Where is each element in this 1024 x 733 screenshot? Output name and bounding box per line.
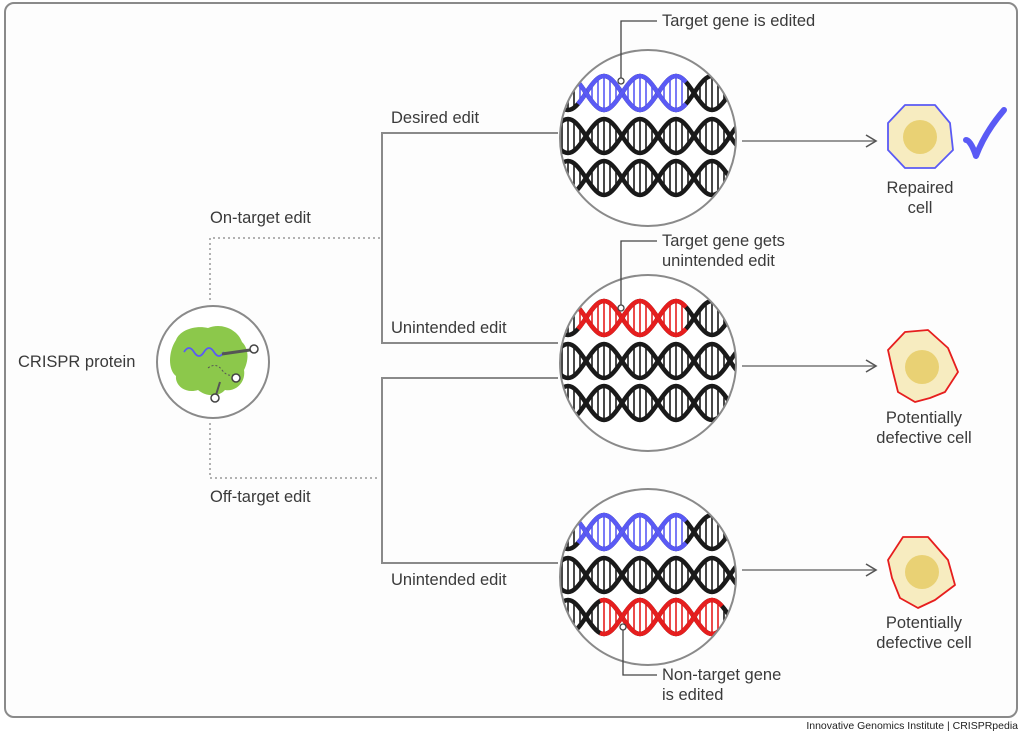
dna-strand	[560, 158, 736, 198]
off-target-edit-label: Off-target edit	[210, 488, 311, 506]
dna-strand	[560, 341, 736, 381]
dna-helix-row	[560, 512, 736, 552]
dna-zoom-circle-desired	[559, 49, 737, 227]
defective-cell-label-1-line1: Potentially	[885, 409, 963, 427]
dna-strand	[560, 341, 736, 381]
defective-cell-label-2-line2: defective cell	[876, 634, 972, 652]
callout-non-target-gene: Non-target gene	[662, 666, 782, 684]
dna-strand	[560, 158, 736, 198]
callout-is-edited: is edited	[662, 686, 724, 704]
crispr-protein-icon	[156, 305, 270, 419]
dna-edited-strand	[599, 597, 724, 637]
dna-zoom-circle-off-target	[559, 488, 737, 666]
dna-edited-strand	[576, 73, 688, 113]
off-target-branch-line	[209, 423, 380, 479]
credit-text: Innovative Genomics Institute | CRISPRpe…	[806, 720, 1018, 732]
dna-helix-row	[560, 158, 736, 198]
on-target-branch-line	[209, 237, 380, 300]
zoom-circle-border	[559, 488, 737, 666]
dna-helix-row	[560, 116, 736, 156]
callout-line-desired	[617, 20, 657, 85]
on-target-bracket	[381, 132, 558, 344]
callout-target-gene-edited: Target gene is edited	[662, 12, 816, 30]
repaired-cell-icon	[887, 104, 954, 169]
dna-strand	[560, 555, 736, 595]
defective-cell-label-2-line1: Potentially	[885, 614, 963, 632]
dna-edited-strand	[576, 73, 688, 113]
dna-strand	[560, 555, 736, 595]
unintended-edit-label-1: Unintended edit	[391, 319, 507, 337]
callout-target-gene-gets: Target gene gets	[662, 232, 785, 250]
dna-zoom-circle-unintended-target	[559, 274, 737, 452]
defective-cell-label-1-line2: defective cell	[876, 429, 972, 447]
dna-edited-strand	[576, 298, 688, 338]
dna-edited-strand	[576, 298, 688, 338]
dna-helix-row	[560, 383, 736, 423]
dna-strand	[560, 383, 736, 423]
on-target-edit-label: On-target edit	[210, 209, 311, 227]
callout-unintended-edit: unintended edit	[662, 252, 775, 270]
dna-helix-row	[560, 341, 736, 381]
dna-edited-strand	[576, 512, 688, 552]
repaired-cell-label-line2: cell	[907, 199, 933, 217]
dna-strand	[560, 116, 736, 156]
callout-line-unintended-target	[617, 240, 657, 312]
defective-cell-icon-1	[887, 329, 959, 403]
dna-helix-row	[560, 555, 736, 595]
desired-edit-label: Desired edit	[391, 109, 480, 127]
zoom-circle-border	[559, 274, 737, 452]
off-target-bracket	[381, 377, 558, 564]
dna-strand	[560, 383, 736, 423]
callout-line-off-target	[619, 623, 657, 676]
repaired-cell-label-line1: Repaired	[886, 179, 954, 197]
zoom-circle-border	[559, 49, 737, 227]
dna-edited-strand	[599, 597, 724, 637]
dna-strand	[560, 116, 736, 156]
checkmark-icon	[963, 107, 1007, 159]
crispr-protein-label: CRISPR protein	[18, 353, 136, 371]
defective-cell-icon-2	[887, 536, 956, 609]
unintended-edit-label-2: Unintended edit	[391, 571, 507, 589]
dna-edited-strand	[576, 512, 688, 552]
